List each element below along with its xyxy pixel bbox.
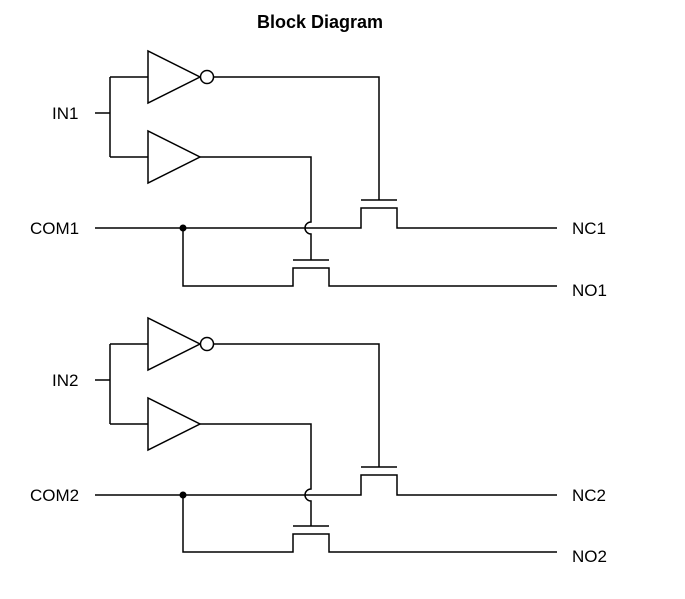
buffer-gate <box>147 396 202 452</box>
buffer-gate <box>147 129 202 185</box>
input-label-in1: IN1 <box>52 104 78 123</box>
inverter-gate <box>147 316 202 372</box>
no-label-no1: NO1 <box>572 281 607 300</box>
no-label-no2: NO2 <box>572 547 607 566</box>
nc-label-nc2: NC2 <box>572 486 606 505</box>
channel-1: IN1 COM1 NC1 NO1 <box>30 49 607 300</box>
channel-2: IN2 COM2 NC2 NO2 <box>30 316 607 566</box>
inverter-output-wire <box>214 343 380 467</box>
nc-label-nc1: NC1 <box>572 219 606 238</box>
buffer-output-wire <box>200 423 312 526</box>
input-label-in2: IN2 <box>52 371 78 390</box>
inverter-gate <box>147 49 202 105</box>
diagram-title: Block Diagram <box>256 12 384 32</box>
com-to-no-wire <box>182 228 557 287</box>
com-to-nc-wire <box>95 474 557 496</box>
com-to-nc-wire <box>95 207 557 229</box>
com-label-com1: COM1 <box>30 219 79 238</box>
com-label-com2: COM2 <box>30 486 79 505</box>
inverter-output-wire <box>214 76 380 200</box>
inverter-bubble <box>199 336 215 352</box>
buffer-output-wire <box>200 156 312 260</box>
inverter-bubble <box>199 69 215 85</box>
com-to-no-wire <box>182 495 557 553</box>
